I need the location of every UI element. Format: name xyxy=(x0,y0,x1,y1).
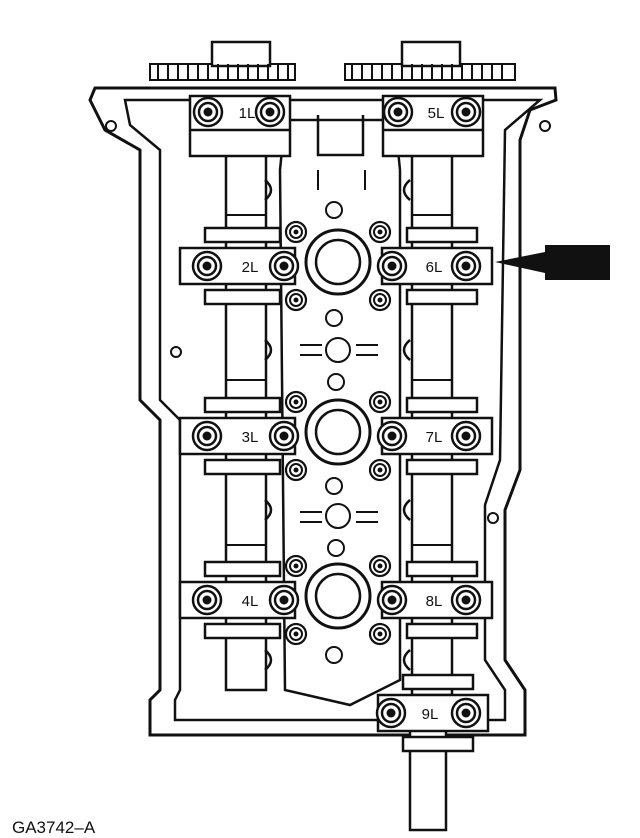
cap-label: 5L xyxy=(428,105,445,122)
cam-lobes xyxy=(264,179,411,671)
bolt-icon xyxy=(376,420,408,452)
head-outer-outline xyxy=(88,86,558,737)
spark-plug-well-3 xyxy=(304,562,372,630)
bolt-icon xyxy=(284,220,308,244)
bolt-icon xyxy=(450,697,482,729)
cap-label: 6L xyxy=(426,259,443,276)
bearing-cap-6l: 6L xyxy=(376,226,494,306)
right-cam-sprocket xyxy=(344,40,516,81)
bolt-icon xyxy=(284,458,308,482)
bolt-icon xyxy=(368,458,392,482)
bolt-icon xyxy=(450,420,482,452)
oil-holes xyxy=(325,201,351,664)
cap-label: 3L xyxy=(242,429,259,446)
bolt-icon xyxy=(368,288,392,312)
bolt-icon xyxy=(192,96,224,128)
bolt-icon xyxy=(450,96,482,128)
bolt-icon xyxy=(368,220,392,244)
bolt-icon xyxy=(382,96,414,128)
bolt-icon xyxy=(191,250,223,282)
bolt-icon xyxy=(191,584,223,616)
bolt-icon xyxy=(254,96,286,128)
bearing-cap-9l: 9L xyxy=(375,673,490,753)
bolt-icon xyxy=(368,622,392,646)
bolt-icon xyxy=(450,250,482,282)
bearing-cap-3l: 3L xyxy=(178,396,300,476)
cap-label: 9L xyxy=(422,706,439,723)
bolt-icon xyxy=(376,584,408,616)
bolt-icon xyxy=(191,420,223,452)
bearing-cap-4l: 4L xyxy=(178,560,300,640)
bearing-cap-5l: 5L xyxy=(381,94,485,158)
dowel-hole-left xyxy=(170,346,182,358)
bearing-cap-1l: 1L xyxy=(188,94,292,158)
cap-label: 8L xyxy=(426,593,443,610)
bolt-icon xyxy=(284,288,308,312)
dowel-hole-right xyxy=(487,512,499,524)
bearing-cap-7l: 7L xyxy=(376,396,494,476)
cap-label: 7L xyxy=(426,429,443,446)
cap-label: 1L xyxy=(239,105,256,122)
bolt-icon xyxy=(268,420,300,452)
left-cam-sprocket xyxy=(149,40,296,81)
bolt-icon xyxy=(368,554,392,578)
bolt-icon xyxy=(268,584,300,616)
cap-label: 4L xyxy=(242,593,259,610)
dowel-hole-top-right xyxy=(539,120,551,132)
spark-plug-well-2 xyxy=(304,398,372,466)
bolt-icon xyxy=(284,622,308,646)
bolt-icon xyxy=(450,584,482,616)
bolt-icon xyxy=(376,250,408,282)
bolt-icon xyxy=(284,554,308,578)
figure-code: GA3742–A xyxy=(12,818,96,837)
cap-label: 2L xyxy=(242,259,259,276)
bolt-icon xyxy=(284,390,308,414)
bolt-icon xyxy=(375,697,407,729)
dowel-hole-top-left xyxy=(105,120,117,132)
arrow-icon xyxy=(495,245,610,280)
bearing-cap-8l: 8L xyxy=(376,560,494,640)
spark-plug-well-1 xyxy=(304,228,372,296)
bearing-cap-2l: 2L xyxy=(178,226,300,306)
bolt-icon xyxy=(368,390,392,414)
bolt-icon xyxy=(268,250,300,282)
